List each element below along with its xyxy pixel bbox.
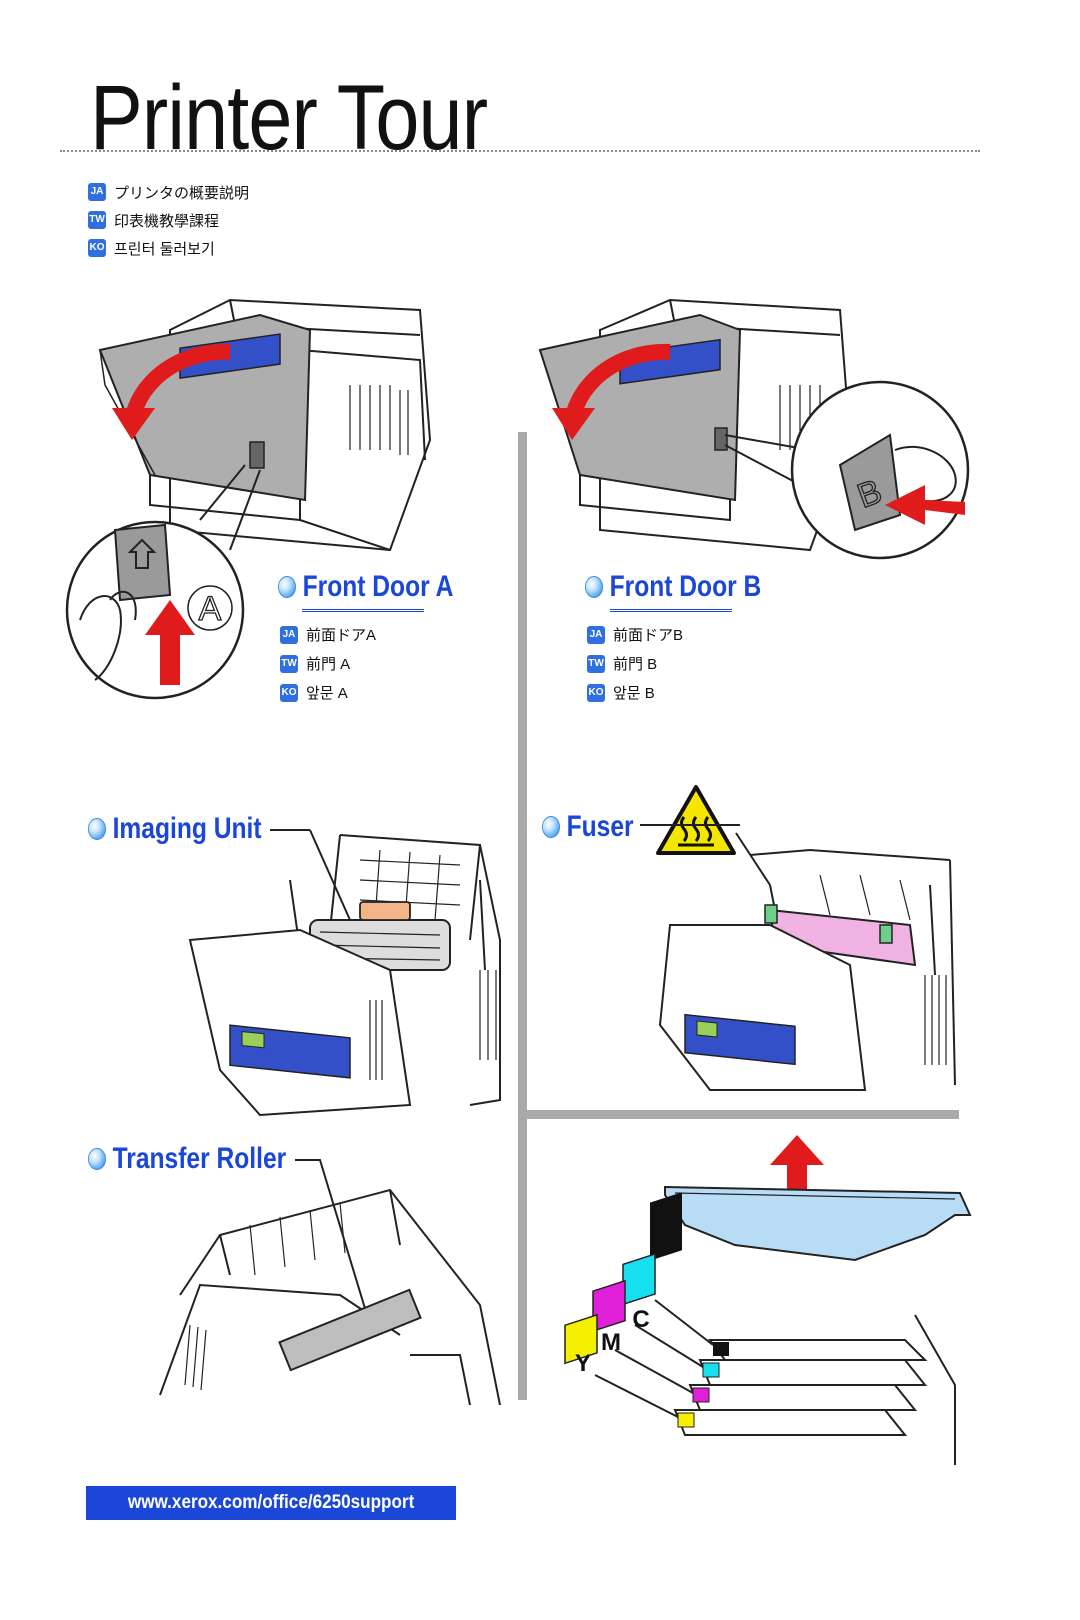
front-door-a-illustration: A [65, 298, 432, 700]
translation-ko: KO 앞문 A [280, 678, 376, 707]
toner-label-m: M [601, 1329, 621, 1356]
translation-text: 前面ドアB [613, 627, 684, 644]
lang-badge: KO [88, 239, 106, 257]
title-translations: JA プリンタの概要説明 TW 印表機教學課程 KO 프린터 둘러보기 [88, 178, 249, 262]
lang-badge: KO [280, 683, 298, 702]
imaging-unit-heading: Imaging Unit [88, 812, 262, 846]
translation-text: 프린터 둘러보기 [114, 240, 215, 258]
front-door-b-heading: Front Door B [585, 570, 761, 604]
bullet-dot-icon [88, 1148, 107, 1170]
front-door-a-heading: Front Door A [278, 570, 453, 604]
lang-badge: TW [587, 654, 605, 673]
page-title: Printer Tour [90, 67, 488, 169]
translation-text: 前門 A [306, 656, 351, 673]
lang-badge: TW [280, 654, 298, 673]
latch-letter-a: A [199, 590, 222, 628]
lang-badge: JA [280, 625, 298, 644]
title-divider [60, 150, 980, 152]
toner-label-c: C [632, 1306, 649, 1333]
heading-underline [302, 609, 424, 612]
translation-tw: TW 前門 B [587, 649, 683, 678]
bullet-dot-icon [542, 816, 561, 838]
lang-badge: JA [88, 183, 106, 201]
translation-text: プリンタの概要説明 [114, 184, 250, 202]
support-url[interactable]: www.xerox.com/office/6250support [86, 1486, 456, 1520]
imaging-unit-illustration [188, 829, 501, 1117]
heading-text: Front Door B [609, 570, 762, 603]
lang-badge: KO [587, 683, 605, 702]
heading-text: Fuser [566, 810, 634, 843]
toner-label-k: K [660, 1282, 678, 1309]
fuser-heading: Fuser [542, 810, 634, 844]
bullet-dot-icon [88, 818, 107, 840]
heading-text: Imaging Unit [112, 812, 262, 845]
up-arrow-icon [770, 1135, 824, 1205]
translation-text: 前門 B [613, 656, 658, 673]
translation-text: 앞문 A [306, 685, 348, 702]
translation-ja: JA プリンタの概要説明 [88, 178, 249, 206]
fuser-illustration [640, 824, 956, 1091]
translation-tw: TW 印表機教學課程 [88, 206, 249, 234]
translation-text: 앞문 B [613, 685, 655, 702]
toner-cartridges-illustration: K C M Y [564, 1135, 972, 1465]
heading-underline [610, 609, 732, 612]
translation-ja: JA 前面ドアA [280, 620, 376, 649]
front-door-a-translations: JA 前面ドアA TW 前門 A KO 앞문 A [280, 620, 376, 707]
translation-ko: KO 앞문 B [587, 678, 683, 707]
translation-text: 印表機教學課程 [114, 212, 220, 230]
lang-badge: TW [88, 211, 106, 229]
toner-label-y: Y [575, 1350, 591, 1377]
bullet-dot-icon [585, 576, 604, 598]
vertical-divider [518, 432, 527, 1400]
translation-tw: TW 前門 A [280, 649, 376, 678]
front-door-b-translations: JA 前面ドアB TW 前門 B KO 앞문 B [587, 620, 683, 707]
transfer-roller-heading: Transfer Roller [88, 1142, 286, 1176]
transfer-roller-illustration [159, 1159, 501, 1406]
translation-text: 前面ドアA [306, 627, 377, 644]
translation-ko: KO 프린터 둘러보기 [88, 234, 249, 262]
support-url-text[interactable]: www.xerox.com/office/6250support [127, 1492, 415, 1513]
horizontal-divider [527, 1110, 959, 1119]
heading-text: Transfer Roller [112, 1142, 287, 1175]
lang-badge: JA [587, 625, 605, 644]
front-door-b-illustration: B [538, 298, 970, 560]
translation-ja: JA 前面ドアB [587, 620, 683, 649]
heading-text: Front Door A [302, 570, 454, 603]
bullet-dot-icon [278, 576, 297, 598]
hot-surface-warning-icon [656, 785, 736, 855]
